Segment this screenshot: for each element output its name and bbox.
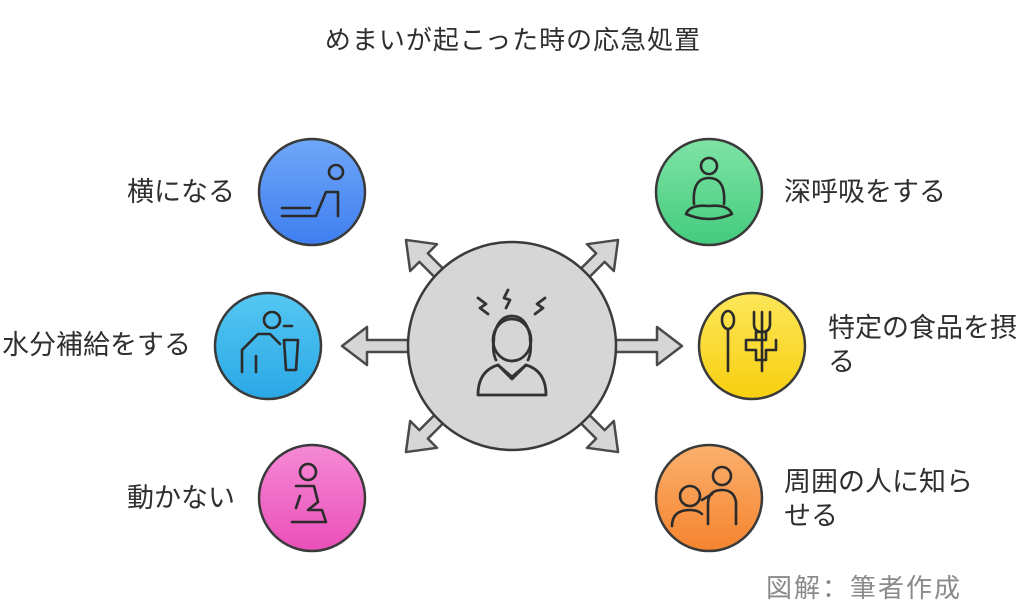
food-health-icon [720,309,778,373]
drinking-water-icon [240,310,300,374]
telling-others-icon [670,465,738,528]
diagram-title: めまいが起こった時の応急処置 [324,26,702,56]
kneeling-still-icon [290,462,328,524]
label-kneeling-still: 動かない [127,483,235,514]
dizzy-person-icon [476,288,548,397]
label-lying-down: 横になる [127,177,235,208]
action-circle-telling-others [654,443,764,553]
action-circle-drinking-water [213,291,323,401]
action-circle-kneeling-still [257,443,367,553]
action-circle-meditation [654,137,764,247]
action-circle-lying-down [257,137,367,247]
label-meditation: 深呼吸をする [784,177,946,208]
label-food-health-line2: る [828,347,855,378]
credit-text: 図解：筆者作成 [766,574,963,604]
meditation-icon [684,156,734,221]
lying-down-icon [280,163,345,218]
label-telling-others-line2: せる [784,501,838,532]
label-food-health-line1: 特定の食品を摂 [828,313,1017,344]
action-circle-food-health [697,291,807,401]
label-telling-others-line1: 周囲の人に知ら [784,467,973,498]
center-hub [406,240,618,452]
label-drinking-water: 水分補給をする [2,330,191,361]
